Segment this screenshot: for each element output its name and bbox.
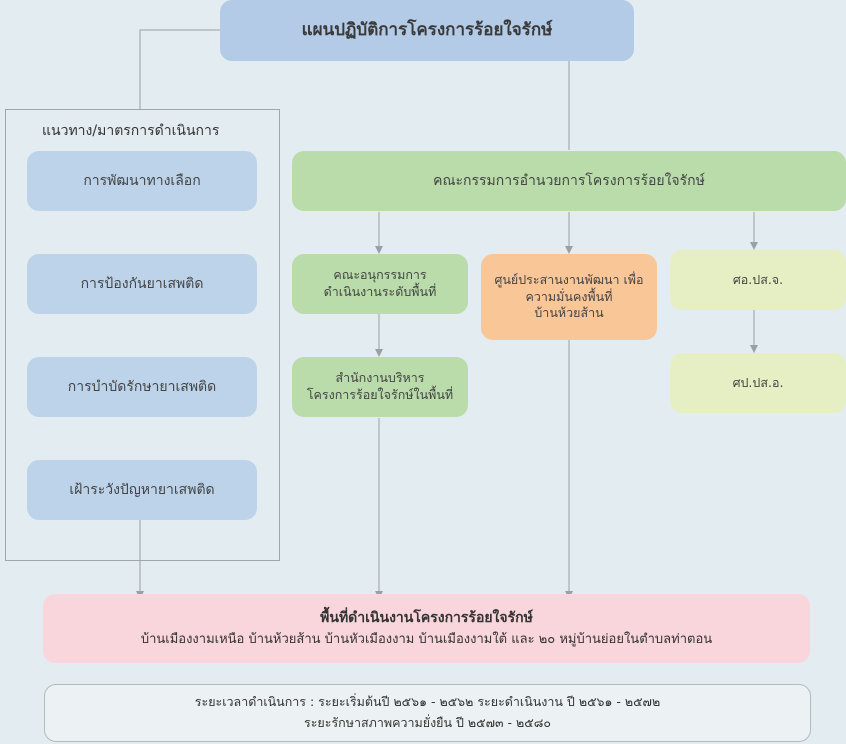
measure-label: เฝ้าระวังปัญหายาเสพติด [69, 481, 215, 498]
connector-title-to-panel [139, 29, 220, 110]
development-center-line3: บ้านห้วยส้าน [534, 305, 604, 321]
timeline-line1: ระยะเวลาดำเนินการ : ระยะเริ่มต้นปี ๒๕๖๑ … [194, 694, 661, 710]
area-subcommittee-line1: คณะอนุกรรมการ [333, 267, 427, 283]
project-office-line2: โครงการร้อยใจรักษ์ในพื้นที่ [306, 387, 454, 402]
steering-committee-label: คณะกรรมการอำนวยการโครงการร้อยใจรักษ์ [433, 172, 705, 189]
development-center-line2: ความมั่นคงพื้นที่ [525, 288, 613, 304]
measure-alternative-development: การพัฒนาทางเลือก [27, 151, 257, 211]
development-center-line1: ศูนย์ประสานงานพัฒนา เพื่อ [494, 271, 644, 287]
measures-panel-label: แนวทาง/มาตรการดำเนินการ [42, 123, 220, 139]
steering-committee: คณะกรรมการอำนวยการโครงการร้อยใจรักษ์ [292, 151, 846, 211]
provincial-drug-center: ศอ.ปส.จ. [670, 250, 846, 310]
development-center: ศูนย์ประสานงานพัฒนา เพื่อ ความมั่นคงพื้น… [481, 254, 657, 340]
district-drug-center-label: ศป.ปส.อ. [732, 374, 784, 390]
timeline-line2: ระยะรักษาสภาพความยั่งยืน ปี ๒๕๗๓ - ๒๕๘๐ [303, 715, 552, 730]
measure-drug-surveillance: เฝ้าระวังปัญหายาเสพติด [27, 460, 257, 520]
project-office-line1: สำนักงานบริหาร [335, 370, 425, 386]
operation-area-villages: บ้านเมืองงามเหนือ บ้านห้วยส้าน บ้านหัวเม… [140, 631, 713, 647]
operation-area: พื้นที่ดำเนินงานโครงการร้อยใจรักษ์ บ้านเ… [43, 594, 810, 663]
measure-label: การบำบัดรักษายาเสพติด [67, 378, 217, 395]
area-subcommittee-line2: ดำเนินงานระดับพื้นที่ [323, 284, 437, 299]
timeline: ระยะเวลาดำเนินการ : ระยะเริ่มต้นปี ๒๕๖๑ … [44, 684, 811, 742]
operation-area-title: พื้นที่ดำเนินงานโครงการร้อยใจรักษ์ [320, 609, 533, 626]
measure-label: การป้องกันยาเสพติด [80, 275, 204, 292]
project-office: สำนักงานบริหาร โครงการร้อยใจรักษ์ในพื้นท… [292, 357, 468, 417]
measure-label: การพัฒนาทางเลือก [83, 172, 201, 189]
plan-title-text: แผนปฏิบัติการโครงการร้อยใจรักษ์ [301, 20, 553, 41]
measure-drug-prevention: การป้องกันยาเสพติด [27, 254, 257, 314]
plan-title: แผนปฏิบัติการโครงการร้อยใจรักษ์ [220, 0, 634, 61]
measure-drug-treatment: การบำบัดรักษายาเสพติด [27, 357, 257, 417]
area-subcommittee: คณะอนุกรรมการ ดำเนินงานระดับพื้นที่ [292, 254, 468, 314]
measures-panel [5, 109, 280, 561]
district-drug-center: ศป.ปส.อ. [670, 353, 846, 413]
provincial-drug-center-label: ศอ.ปส.จ. [732, 271, 784, 287]
